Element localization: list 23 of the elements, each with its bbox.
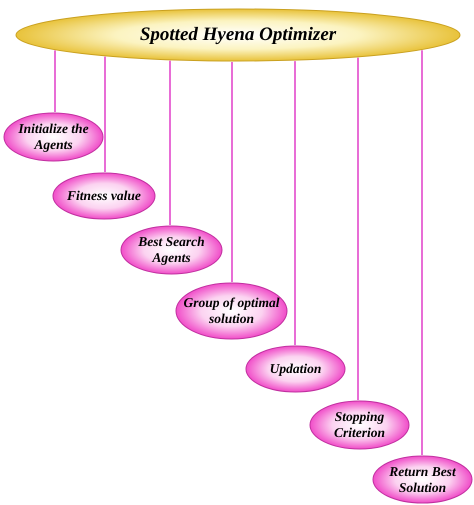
title-ellipse: [15, 8, 461, 62]
node-label: Stopping Criterion: [332, 409, 386, 441]
node-label: Best Search Agents: [137, 234, 206, 266]
ellipse-node: [245, 345, 346, 393]
connector-line: [294, 61, 296, 345]
ellipse-node: [52, 172, 156, 220]
node-label: Return Best Solution: [388, 464, 457, 496]
connector-line: [421, 50, 423, 455]
ellipse-node: [372, 455, 473, 504]
connector-line: [169, 60, 171, 225]
node-label: Fitness value: [67, 188, 141, 204]
ellipse-node: [175, 282, 288, 340]
node-label: Initialize the Agents: [17, 121, 90, 153]
ellipse-node: [3, 112, 104, 162]
ellipse-node: [120, 225, 223, 275]
connector-line: [231, 62, 233, 282]
connector-line: [104, 56, 106, 172]
node-label: Group of optimal solution: [182, 295, 280, 327]
title-text: Spotted Hyena Optimizer: [140, 24, 336, 46]
node-label: Updation: [270, 361, 322, 377]
connector-line: [357, 58, 359, 400]
connector-line: [54, 50, 56, 112]
ellipse-node: [309, 400, 410, 450]
